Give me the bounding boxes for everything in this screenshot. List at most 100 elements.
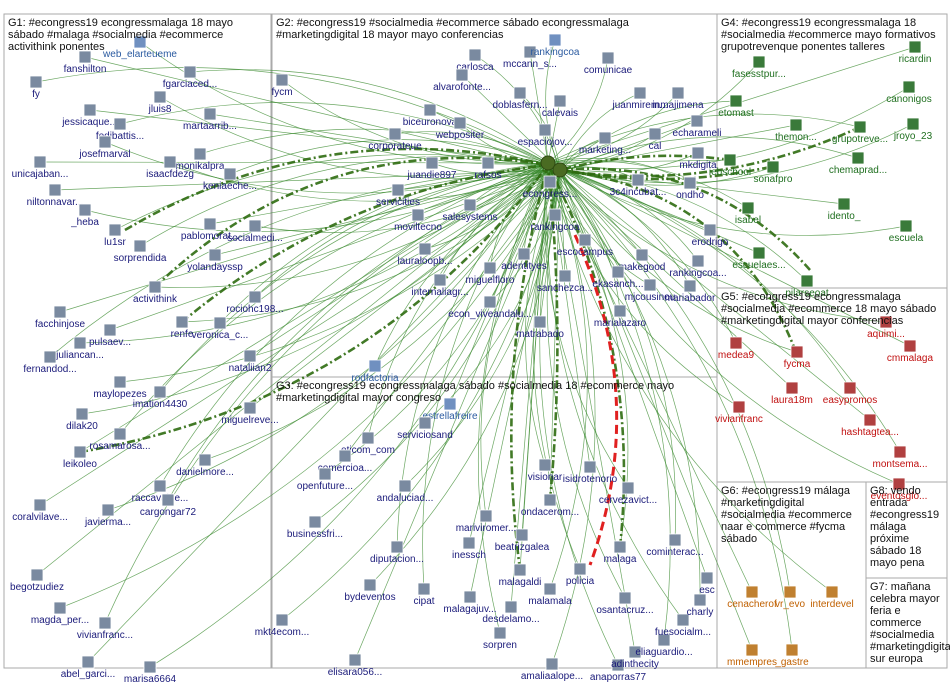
- graph-node[interactable]: pulsaev...: [89, 323, 131, 348]
- graph-node[interactable]: mkt4ecom...: [255, 613, 309, 638]
- graph-node[interactable]: activithink: [133, 280, 178, 305]
- graph-node[interactable]: maylopezes: [93, 375, 147, 400]
- graph-node[interactable]: vivianfranc: [715, 400, 763, 425]
- graph-node[interactable]: calevais: [542, 94, 578, 119]
- graph-node[interactable]: doblasfern...: [492, 86, 548, 111]
- graph-node[interactable]: salesystems: [442, 198, 498, 223]
- graph-node[interactable]: themon...: [775, 118, 817, 143]
- graph-node[interactable]: rosamarosa...: [89, 427, 151, 452]
- graph-node[interactable]: marketing...: [579, 131, 631, 156]
- graph-node[interactable]: etomast: [718, 94, 754, 119]
- graph-node[interactable]: rankingcoa...: [669, 254, 727, 279]
- graph-node[interactable]: martaarrib...: [183, 107, 237, 132]
- graph-node[interactable]: sorpren: [483, 626, 517, 651]
- graph-node[interactable]: grupotreve...: [832, 120, 888, 145]
- graph-node[interactable]: nataliian2: [229, 349, 272, 374]
- graph-node[interactable]: coralvilave...: [12, 498, 68, 523]
- graph-node[interactable]: malaga: [604, 540, 637, 565]
- graph-node[interactable]: econ_viveandalu...: [448, 295, 532, 320]
- graph-node[interactable]: cominterac...: [646, 533, 704, 558]
- graph-node[interactable]: marisa6664: [124, 660, 177, 685]
- graph-node[interactable]: eliaguardio...: [635, 633, 693, 658]
- graph-node[interactable]: cal: [648, 127, 662, 152]
- graph-node[interactable]: makegood: [619, 248, 666, 273]
- graph-node[interactable]: interdevel: [810, 585, 854, 610]
- graph-node[interactable]: _heba: [70, 203, 99, 228]
- graph-node[interactable]: juanmirem...: [611, 86, 668, 111]
- graph-node[interactable]: danielmore...: [176, 453, 234, 478]
- graph-node[interactable]: rodfactoria: [351, 359, 399, 384]
- graph-node[interactable]: veronica_c...: [192, 316, 249, 341]
- graph-node[interactable]: escocampus: [557, 233, 613, 258]
- graph-node[interactable]: sonafpro: [754, 160, 793, 185]
- graph-node[interactable]: socialmedi...: [227, 219, 283, 244]
- graph-node[interactable]: cmmalaga: [887, 339, 934, 364]
- graph-node[interactable]: ondacerom...: [521, 493, 579, 518]
- graph-node[interactable]: web_elarteueme: [102, 35, 177, 60]
- graph-node[interactable]: internaliagr...: [411, 273, 469, 298]
- graph-node[interactable]: canonigos: [886, 80, 932, 105]
- graph-node[interactable]: ricardin: [899, 40, 932, 65]
- graph-node[interactable]: lauraloopb...: [397, 242, 453, 267]
- graph-node[interactable]: elisara056...: [328, 653, 382, 678]
- graph-node[interactable]: chemaprad...: [829, 151, 887, 176]
- graph-node[interactable]: rafsos: [474, 156, 502, 181]
- graph-node[interactable]: mariviromer...: [456, 509, 517, 534]
- graph-node[interactable]: mkdigita: [679, 146, 717, 171]
- graph-node[interactable]: carlosca: [456, 48, 494, 73]
- graph-node[interactable]: bydeventos: [344, 578, 396, 603]
- graph-node[interactable]: marialazaro: [594, 304, 647, 329]
- graph-node[interactable]: dilak20: [66, 407, 98, 432]
- graph-node[interactable]: econgress...: [523, 175, 577, 200]
- graph-node[interactable]: jluis8: [148, 90, 172, 115]
- graph-node[interactable]: ekasanch...: [592, 265, 644, 290]
- graph-node[interactable]: erodrigo: [692, 223, 729, 248]
- graph-node[interactable]: renfe: [171, 315, 194, 340]
- graph-node[interactable]: inmajimena: [652, 86, 704, 111]
- graph-node[interactable]: jroyo_23: [893, 117, 933, 142]
- graph-node[interactable]: monikalpra: [176, 147, 225, 172]
- graph-node[interactable]: eticom_com: [341, 431, 395, 456]
- graph-node[interactable]: leikoleo: [63, 445, 97, 470]
- graph-node[interactable]: webpositer: [435, 116, 485, 141]
- graph-node[interactable]: fasesstpur...: [732, 55, 786, 80]
- graph-node[interactable]: idento_: [828, 197, 861, 222]
- graph-node[interactable]: miguelfloro: [466, 261, 515, 286]
- graph-node[interactable]: fanshilton: [64, 50, 107, 75]
- graph-node[interactable]: rankingcoa: [531, 208, 580, 233]
- graph-node[interactable]: isaacfdezg: [146, 155, 194, 180]
- graph-node[interactable]: echarameli: [673, 114, 722, 139]
- graph-node[interactable]: vr_evo: [775, 585, 805, 610]
- graph-node[interactable]: cenacherof: [727, 585, 777, 610]
- graph-node[interactable]: comercioa...: [318, 449, 372, 474]
- graph-node[interactable]: biceuronova: [403, 103, 458, 128]
- graph-node[interactable]: montsema...: [872, 445, 928, 470]
- graph-node[interactable]: malagajuv...: [443, 590, 497, 615]
- graph-node[interactable]: comunicae: [584, 51, 633, 76]
- graph-node[interactable]: adinthecity: [611, 645, 659, 670]
- graph-node[interactable]: fgarciaced...: [163, 65, 217, 90]
- graph-node[interactable]: jessicaque...: [61, 103, 118, 128]
- graph-node[interactable]: sanchezca...: [537, 269, 593, 294]
- graph-node[interactable]: desdelamo...: [482, 600, 540, 625]
- graph-node[interactable]: cervezavict...: [599, 481, 657, 506]
- graph-node[interactable]: esc: [699, 571, 715, 596]
- graph-node[interactable]: openfuture...: [297, 467, 353, 492]
- graph-node[interactable]: rankingcoa: [531, 33, 580, 58]
- graph-node[interactable]: fernandod...: [23, 350, 77, 375]
- graph-node[interactable]: aquimi...: [867, 315, 905, 340]
- graph-node[interactable]: pablomorat...: [181, 217, 239, 242]
- graph-node[interactable]: cargongar72: [140, 493, 197, 518]
- graph-node[interactable]: pilarseoat: [785, 274, 829, 299]
- graph-node[interactable]: matrabado: [516, 315, 564, 340]
- graph-node[interactable]: easypromos: [823, 381, 877, 406]
- graph-node[interactable]: isidrotenorio: [563, 460, 618, 485]
- graph-node[interactable]: corporateue: [368, 127, 422, 152]
- graph-node[interactable]: diputacion...: [370, 540, 424, 565]
- graph-node[interactable]: abel_garci...: [61, 655, 115, 680]
- graph-node[interactable]: alvarofonte...: [433, 68, 491, 93]
- graph-node[interactable]: ondho: [676, 176, 704, 201]
- graph-node[interactable]: fedibattis...: [96, 117, 144, 142]
- graph-node[interactable]: unicajaban...: [12, 155, 69, 180]
- graph-node[interactable]: magda_per...: [31, 601, 89, 626]
